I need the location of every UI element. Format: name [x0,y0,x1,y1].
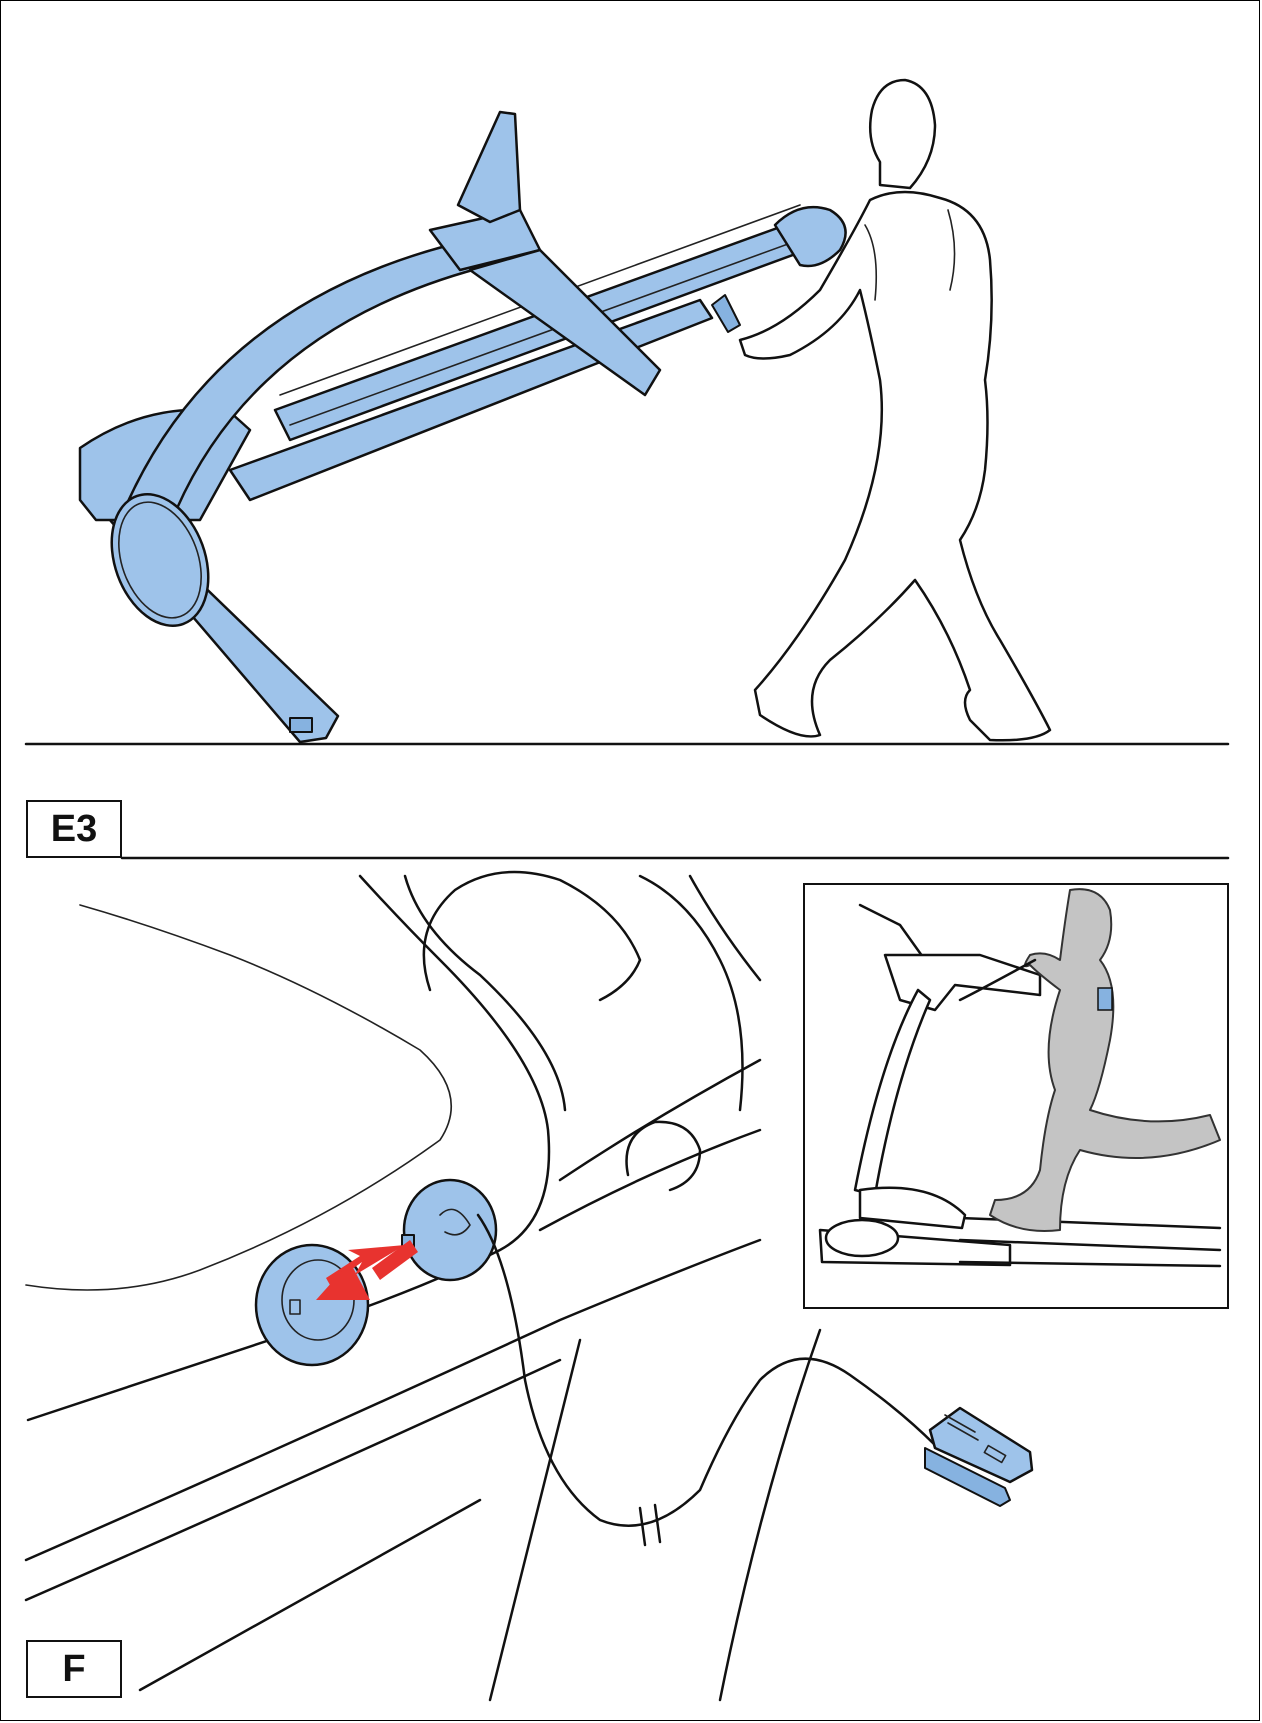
inset-base-plate [824,1218,900,1258]
console-panel [456,110,522,224]
cable-break-icon [638,1503,662,1547]
plug-wire-tip [439,1208,471,1236]
inset-clip [1097,987,1113,1011]
clip-grip-line [944,1414,976,1433]
inset-runner [989,888,1221,1232]
inset-motor-cover [858,1186,967,1230]
frame-contour [688,874,762,982]
roller-contour [625,1120,702,1192]
person-body [738,190,1052,742]
frame-contour [638,874,744,1112]
deck-line [289,235,811,426]
clip-grip-line [947,1422,979,1441]
deck-strut [711,294,741,333]
red-arrow-icon [326,1245,405,1285]
frame-contour [558,1058,762,1182]
frame-contour [26,874,551,1422]
handle-loop [422,870,642,1002]
frame-contour [403,874,567,1112]
deck-rail-upper [273,216,822,442]
clip-window [983,1444,1007,1464]
person-outline [738,78,1052,742]
frame-contour [24,1238,762,1562]
ear-clip-jaw [924,1447,1011,1507]
base-plate [110,493,210,627]
frame-contour [538,1128,762,1232]
inset-deck-line [958,1238,1222,1252]
inset-console [858,903,927,962]
inset-runner-scene [818,888,1222,1268]
frame-contour [138,1498,482,1692]
wheel-foot [289,717,313,733]
arrow-head [316,1262,370,1300]
frame-contour [718,1328,822,1702]
frame-contour [488,1338,582,1702]
figure-label-e3: E3 [26,800,122,858]
inset-runner-arm-cable [958,958,1037,1002]
frame-inner-contour [25,904,453,1291]
figure-label-f: F [26,1640,122,1698]
frame-contour [24,1358,562,1602]
deck-end-cap [773,205,847,268]
inset-deck-line [958,1260,1222,1268]
handlebar-arm [468,248,662,397]
person-arm-line [864,224,878,301]
figure-e3-illustration [24,78,1230,746]
cable-plug [402,1178,498,1282]
figure-f-illustration [24,856,1230,1702]
arrow-shaft [372,1240,418,1280]
person-shoulder-line [947,209,956,291]
base-plate-rim [118,501,202,619]
socket-slot [289,1299,301,1315]
sensor-cable [476,1213,937,1527]
person-head [869,78,937,190]
